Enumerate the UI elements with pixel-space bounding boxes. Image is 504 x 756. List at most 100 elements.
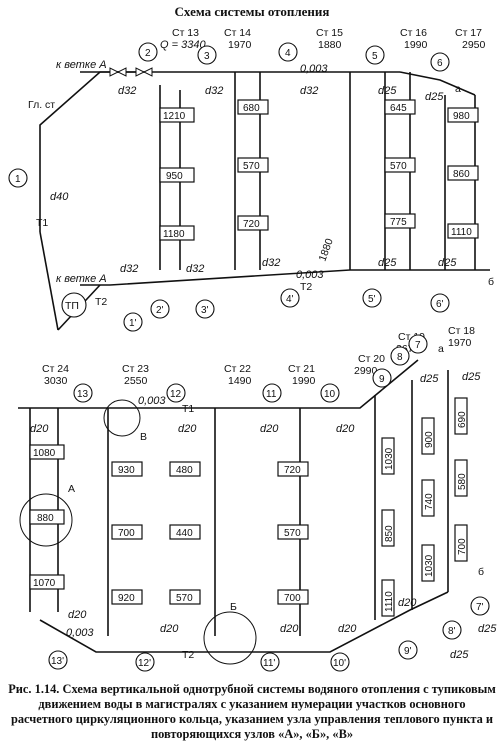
d25-label: d25 — [438, 257, 457, 269]
d20-label: d20 — [160, 623, 179, 635]
t2-label: Т2 — [182, 649, 194, 661]
radiator-value: 1030 — [424, 554, 435, 577]
radiator-value: 440 — [176, 528, 193, 539]
d25-label: d25 — [378, 85, 397, 97]
stand-load: 2550 — [124, 375, 148, 387]
radiator-value: 700 — [457, 538, 468, 555]
radiator-value: 740 — [424, 493, 435, 510]
radiator-value: 690 — [457, 411, 468, 428]
d25-label: d25 — [450, 649, 469, 661]
flow-q: Q = 3340 — [160, 39, 206, 51]
section-number: 2 — [145, 48, 151, 59]
point-a-label: а — [438, 343, 444, 355]
node-v-ring — [103, 399, 141, 437]
radiator-value: 570 — [176, 593, 193, 604]
stand-load: 1490 — [228, 375, 252, 387]
section-number: 3 — [204, 51, 210, 62]
section-number: 12 — [170, 389, 182, 400]
radiator-value: 1180 — [163, 229, 185, 240]
branch-a-bottom-label: к ветке А — [56, 273, 107, 285]
section-number-return: 5' — [368, 294, 376, 305]
radiator-value: 570 — [243, 161, 260, 172]
section-number-return: 7' — [476, 602, 484, 613]
section-number: 6 — [437, 58, 443, 69]
stand-name: Ст 13 — [172, 27, 199, 39]
radiator-value: 775 — [390, 217, 407, 228]
diagram-title: Схема системы отопления — [174, 4, 330, 19]
radiator-value: 1110 — [384, 591, 395, 612]
d20-label: d20 — [280, 623, 299, 635]
d32-label: d32 — [186, 263, 204, 275]
node-b-label: Б — [230, 601, 237, 613]
heating-system-diagram: 1210 950 1180 680 570 720 645 570 775 98… — [8, 27, 497, 672]
d20-label: d20 — [398, 597, 417, 609]
t2-label: Т2 — [300, 281, 312, 293]
stand-name: Ст 23 — [122, 363, 149, 375]
supply-main-bottom — [18, 359, 419, 409]
d20-label: d20 — [260, 423, 279, 435]
stand-load: 3030 — [44, 375, 68, 387]
slope-label: 0,003 — [296, 269, 324, 281]
t2-label: Т2 — [95, 296, 107, 308]
top-section-circles — [8, 42, 450, 332]
bottom-section-circles — [48, 334, 490, 672]
section-number-return: 8' — [448, 626, 456, 637]
radiator-value: 680 — [243, 103, 260, 114]
section-number: 8 — [397, 352, 403, 363]
section-number: 11 — [266, 389, 277, 400]
radiator-value: 1080 — [33, 448, 56, 459]
d32-label: d32 — [118, 85, 136, 97]
radiator-value: 980 — [453, 111, 470, 122]
radiator-value: 570 — [284, 528, 301, 539]
section-number: 4 — [285, 48, 291, 59]
bottom-radiators — [29, 444, 309, 605]
section-number-return: 10' — [333, 658, 346, 669]
heat-point — [61, 292, 87, 318]
slope-label: 0,003 — [66, 627, 94, 639]
radiator-value: 1030 — [384, 447, 395, 470]
top-scheme: 1210 950 1180 680 570 720 645 570 775 98… — [8, 27, 494, 332]
d32-label: d32 — [120, 263, 138, 275]
section-number-return: 6' — [436, 299, 444, 310]
radiator-value: 860 — [453, 169, 470, 180]
stand-name: Ст 20 — [358, 353, 385, 365]
section-number-return: 13' — [51, 656, 64, 667]
section-number-return: 3' — [201, 305, 209, 316]
d20-label: d20 — [336, 423, 355, 435]
stand-load: 1970 — [448, 337, 472, 349]
radiator-value: 645 — [390, 103, 407, 114]
point-b-label: б — [488, 276, 494, 288]
stand-name: Ст 18 — [448, 325, 475, 337]
branch-a-top-label: к ветке А — [56, 59, 107, 71]
radiator-value: 1110 — [451, 227, 472, 238]
section-number: 13 — [77, 389, 89, 400]
point-a-label: а — [455, 83, 461, 95]
d32-label: d32 — [262, 257, 280, 269]
slope-label: 0,003 — [138, 395, 166, 407]
stand-load: 1990 — [292, 375, 316, 387]
supply-main-right — [399, 71, 476, 96]
d32-label: d32 — [205, 85, 223, 97]
slanted-radiators — [381, 397, 468, 617]
d20-label: d20 — [338, 623, 357, 635]
section-number-return: 2' — [156, 305, 164, 316]
radiator-value: 1210 — [163, 111, 186, 122]
d32-label: d32 — [300, 85, 318, 97]
heat-point-label: ТП — [65, 300, 79, 312]
riser-1880-label: 1880 — [317, 237, 336, 263]
slope-label: 0,003 — [300, 63, 328, 75]
stand-name: Ст 14 — [224, 27, 251, 39]
radiator-value: 700 — [118, 528, 135, 539]
node-v-label: В — [140, 431, 147, 443]
d25-label: d25 — [462, 371, 481, 383]
section-number-return: 1' — [129, 318, 137, 329]
stand-name: Ст 22 — [224, 363, 251, 375]
radiator-value: 900 — [424, 431, 435, 448]
radiator-value: 720 — [243, 219, 260, 230]
node-a-label: А — [68, 483, 75, 495]
radiator-value: 930 — [118, 465, 135, 476]
d25-label: d25 — [420, 373, 439, 385]
stand-load: 2990 — [354, 365, 378, 377]
section-number: 7 — [415, 340, 421, 351]
node-b-ring — [203, 611, 257, 665]
